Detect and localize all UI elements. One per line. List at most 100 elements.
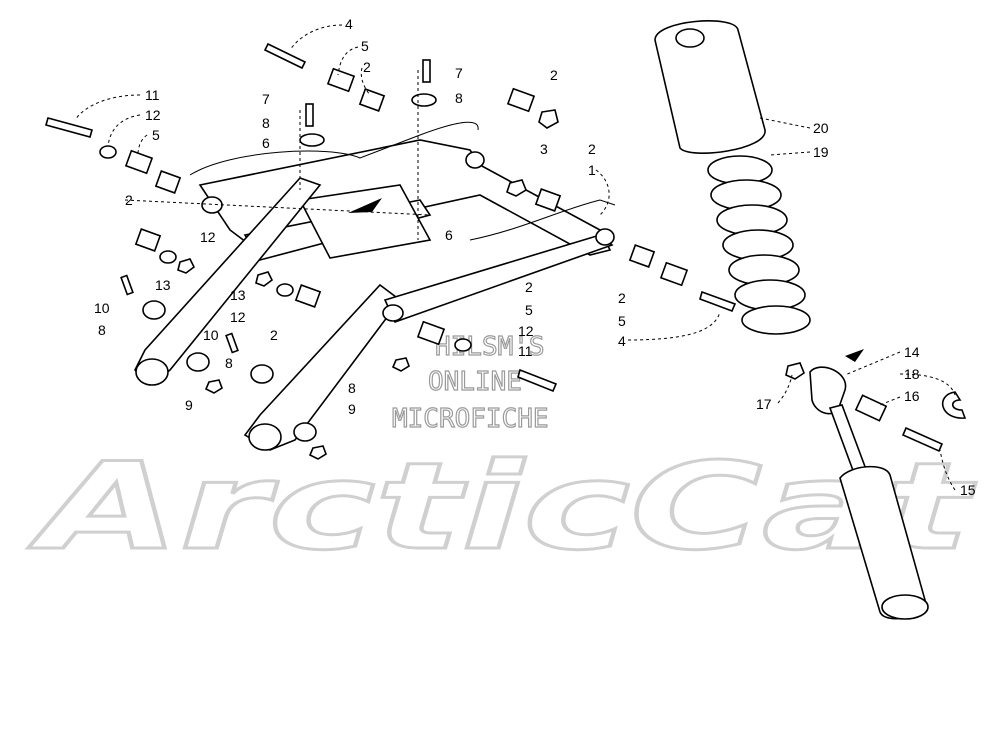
nut-9-left <box>204 379 223 394</box>
bushing-2-mid-left <box>134 228 162 252</box>
callout-2-top: 2 <box>363 59 371 75</box>
bushing-5-top <box>326 67 356 93</box>
leader-5-left <box>137 134 148 156</box>
callout-5-lower: 5 <box>525 302 533 318</box>
watermark-line3: MICROFICHE <box>392 404 549 434</box>
callout-13-left: 13 <box>155 277 171 293</box>
leader-5-top <box>337 46 359 76</box>
callout-11-left: 11 <box>145 87 160 103</box>
callout-10-left: 10 <box>94 300 110 316</box>
callout-labels: 4 5 2 7 8 2 3 2 1 11 12 5 7 8 6 2 12 13 … <box>94 16 976 498</box>
pivot-tube-center <box>465 151 485 169</box>
swing-arm-assembly <box>134 121 616 451</box>
direction-arrow <box>348 198 382 213</box>
callout-2-upper-right: 2 <box>550 67 558 83</box>
shock-boot-20 <box>654 20 766 154</box>
washer-12-mid-left <box>159 250 177 264</box>
callout-4-top: 4 <box>345 16 353 32</box>
bushing-2-mid-right <box>534 188 562 212</box>
callout-12-left: 12 <box>145 107 161 123</box>
callout-8-link-left: 8 <box>98 322 106 338</box>
shock-boot-top <box>675 28 705 48</box>
screw-10-left <box>120 274 134 296</box>
washer-8-link-right <box>250 364 274 384</box>
bushing-2-center <box>294 284 322 308</box>
washer-8-left <box>299 133 325 147</box>
washer-12-center <box>276 283 294 297</box>
shock-eye-14 <box>809 366 847 415</box>
callout-6-right: 6 <box>445 227 453 243</box>
pivot-tube-right <box>595 228 615 246</box>
bolt-4-right <box>699 290 737 313</box>
callout-3: 3 <box>540 141 548 157</box>
bolt-11-left <box>45 117 93 138</box>
callout-16: 16 <box>904 388 920 404</box>
watermark-line2: ONLINE <box>428 367 522 397</box>
callout-7-left: 7 <box>262 91 270 107</box>
callout-5-left: 5 <box>152 127 160 143</box>
callout-2-center: 2 <box>270 327 278 343</box>
bolt-15 <box>901 426 944 453</box>
bolt-4-top <box>263 42 307 70</box>
bushing-5-left <box>124 149 154 175</box>
leader-20 <box>759 117 811 129</box>
bushing-2-upper-right <box>506 87 536 113</box>
callout-17: 17 <box>756 396 772 412</box>
callout-7-top: 7 <box>455 65 463 81</box>
washer-8-link-mid <box>186 352 210 372</box>
pivot-tube-left <box>201 196 223 214</box>
callout-1: 1 <box>588 162 596 178</box>
callout-2-lower: 2 <box>525 279 533 295</box>
watermark-line1: HILSM'S <box>435 332 545 362</box>
washer-12-lower <box>454 338 472 352</box>
shock-body-end <box>881 594 929 620</box>
nut-13-left <box>177 258 196 274</box>
bushing-2-top <box>358 88 386 112</box>
callout-15: 15 <box>960 482 976 498</box>
callout-11-lower: 11 <box>518 343 533 359</box>
callout-2-left: 2 <box>125 192 133 208</box>
leader-4-right <box>627 311 721 341</box>
link-end-left <box>135 358 169 386</box>
callout-5-right: 5 <box>618 313 626 329</box>
leader-lines <box>74 24 956 491</box>
leader-19 <box>769 151 811 156</box>
nut-17 <box>785 362 805 380</box>
center-bracket <box>298 184 432 259</box>
leader-14 <box>844 351 901 376</box>
bushing-5-lower <box>416 320 446 346</box>
nut-3 <box>506 179 527 197</box>
leader-1 <box>595 169 610 216</box>
leader-15 <box>939 449 956 491</box>
screw-10-center <box>225 332 239 354</box>
callout-8-left: 8 <box>262 115 270 131</box>
nut-9-right <box>308 445 327 460</box>
leader-16 <box>879 396 901 406</box>
shock-arrow <box>845 349 864 362</box>
callout-13-center: 13 <box>230 287 246 303</box>
callout-8-top: 8 <box>455 90 463 106</box>
screw-7-top <box>422 59 431 83</box>
bushing-2-right <box>628 244 656 268</box>
washer-8-link-left <box>142 300 166 320</box>
callout-12-mid-left: 12 <box>200 229 216 245</box>
screw-7-left <box>305 103 314 127</box>
callout-9-right: 9 <box>348 401 356 417</box>
shock-absorber <box>654 20 929 620</box>
bolt-11-lower <box>517 368 558 393</box>
bushing-5-right <box>659 261 689 287</box>
leader-4-top <box>289 24 343 51</box>
leader-17 <box>777 374 793 404</box>
rail-bar-top <box>189 121 479 176</box>
washer-12-left <box>99 145 117 159</box>
callout-19: 19 <box>813 144 829 160</box>
hardware <box>45 42 967 460</box>
bushing-16 <box>854 394 888 422</box>
callout-18: 18 <box>904 366 920 382</box>
leader-12-top <box>107 114 141 147</box>
callout-14: 14 <box>904 344 920 360</box>
clip-18 <box>941 391 967 419</box>
washer-8-top <box>411 93 437 107</box>
nut-2-upper-right <box>538 109 559 129</box>
